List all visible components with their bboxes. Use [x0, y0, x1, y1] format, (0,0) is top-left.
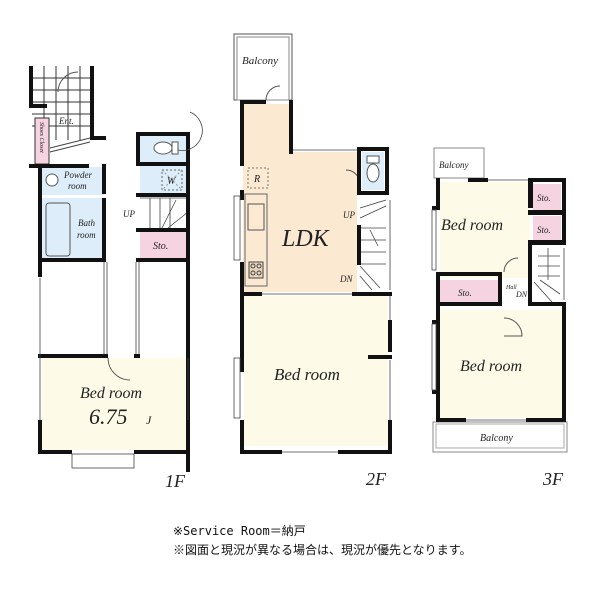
walls-3f: [432, 178, 566, 422]
note-service-room: ※Service Room＝納戸: [173, 524, 306, 538]
floor-1f-label: 1F: [165, 471, 186, 491]
note-disclaimer: ※図面と現況が異なる場合は、現況が優先となります。: [173, 543, 472, 557]
balcony-3f-top-label: Balcony: [439, 160, 469, 170]
toilet-icon: [153, 141, 179, 155]
sink-icon: [45, 173, 59, 187]
storage-3f-1: [533, 184, 561, 210]
stove-icon: [248, 261, 264, 279]
storage-1f-label: Sto.: [153, 241, 168, 252]
powder-room-label-2: room: [68, 181, 87, 191]
washer-icon: [161, 169, 183, 191]
stairs-2f-up-label: UP: [343, 210, 355, 220]
refrigerator-label: R: [253, 174, 260, 185]
floor-1f: Shoes Closet Ent. W Powder room Bath roo…: [29, 66, 203, 491]
powder-room-label-1: Powder: [63, 170, 92, 180]
refrigerator: [247, 167, 269, 189]
stairs-1f-label: UP: [123, 209, 135, 219]
storage-1f: [140, 231, 186, 259]
bath-room-label-1: Bath: [78, 218, 95, 228]
stairs-3f: [533, 248, 561, 303]
shoes-closet-label: Shoes Closet: [38, 122, 44, 153]
bedroom-3f-top-label: Bed room: [441, 217, 503, 234]
walls-1f: [29, 66, 190, 472]
storage-3f-3-label: Sto.: [458, 288, 472, 298]
storage-3f-2-label: Sto.: [537, 225, 551, 235]
stairs-2f-dn-label: DN: [339, 274, 353, 284]
stairs-3f-dn-label: DN: [515, 290, 528, 299]
walls-2f: [240, 100, 392, 454]
bedroom-3f-bottom-label: Bed room: [460, 358, 522, 375]
washer-label: W: [167, 176, 177, 187]
balcony-2f-label: Balcony: [242, 55, 278, 67]
storage-3f-1-label: Sto.: [537, 193, 551, 203]
sink-icon-2f: [247, 203, 265, 231]
storage-3f-2: [533, 216, 561, 242]
floor-2f: Balcony R LDK UP DN: [233, 33, 392, 489]
bedroom-1f-size: 6.75: [89, 404, 128, 429]
bath-room-label-2: room: [77, 230, 96, 240]
storage-3f-3: [440, 280, 498, 304]
bedroom-1f-label: Bed room: [80, 385, 142, 402]
bathtub-icon: [45, 202, 71, 257]
hall-label: Hall: [505, 285, 517, 291]
balcony-2f: [233, 33, 293, 101]
balcony-3f-bottom-label: Balcony: [480, 433, 513, 444]
balcony-3f-top: [433, 147, 485, 179]
floor-3f: Balcony Bed room Sto. Sto. Sto. Hall DN …: [431, 147, 568, 489]
floor-3f-label: 3F: [542, 469, 564, 489]
floor-2f-label: 2F: [366, 469, 387, 489]
ldk-label: LDK: [281, 226, 331, 252]
bedroom-1f-unit: J: [146, 413, 152, 427]
balcony-3f-bottom: [432, 421, 568, 453]
toilet-icon-2f: [366, 155, 380, 183]
stairs-1f: [140, 197, 189, 229]
bedroom-2f-label: Bed room: [274, 365, 340, 384]
stairs-2f: [359, 199, 387, 291]
entrance-label: Ent.: [58, 116, 74, 126]
